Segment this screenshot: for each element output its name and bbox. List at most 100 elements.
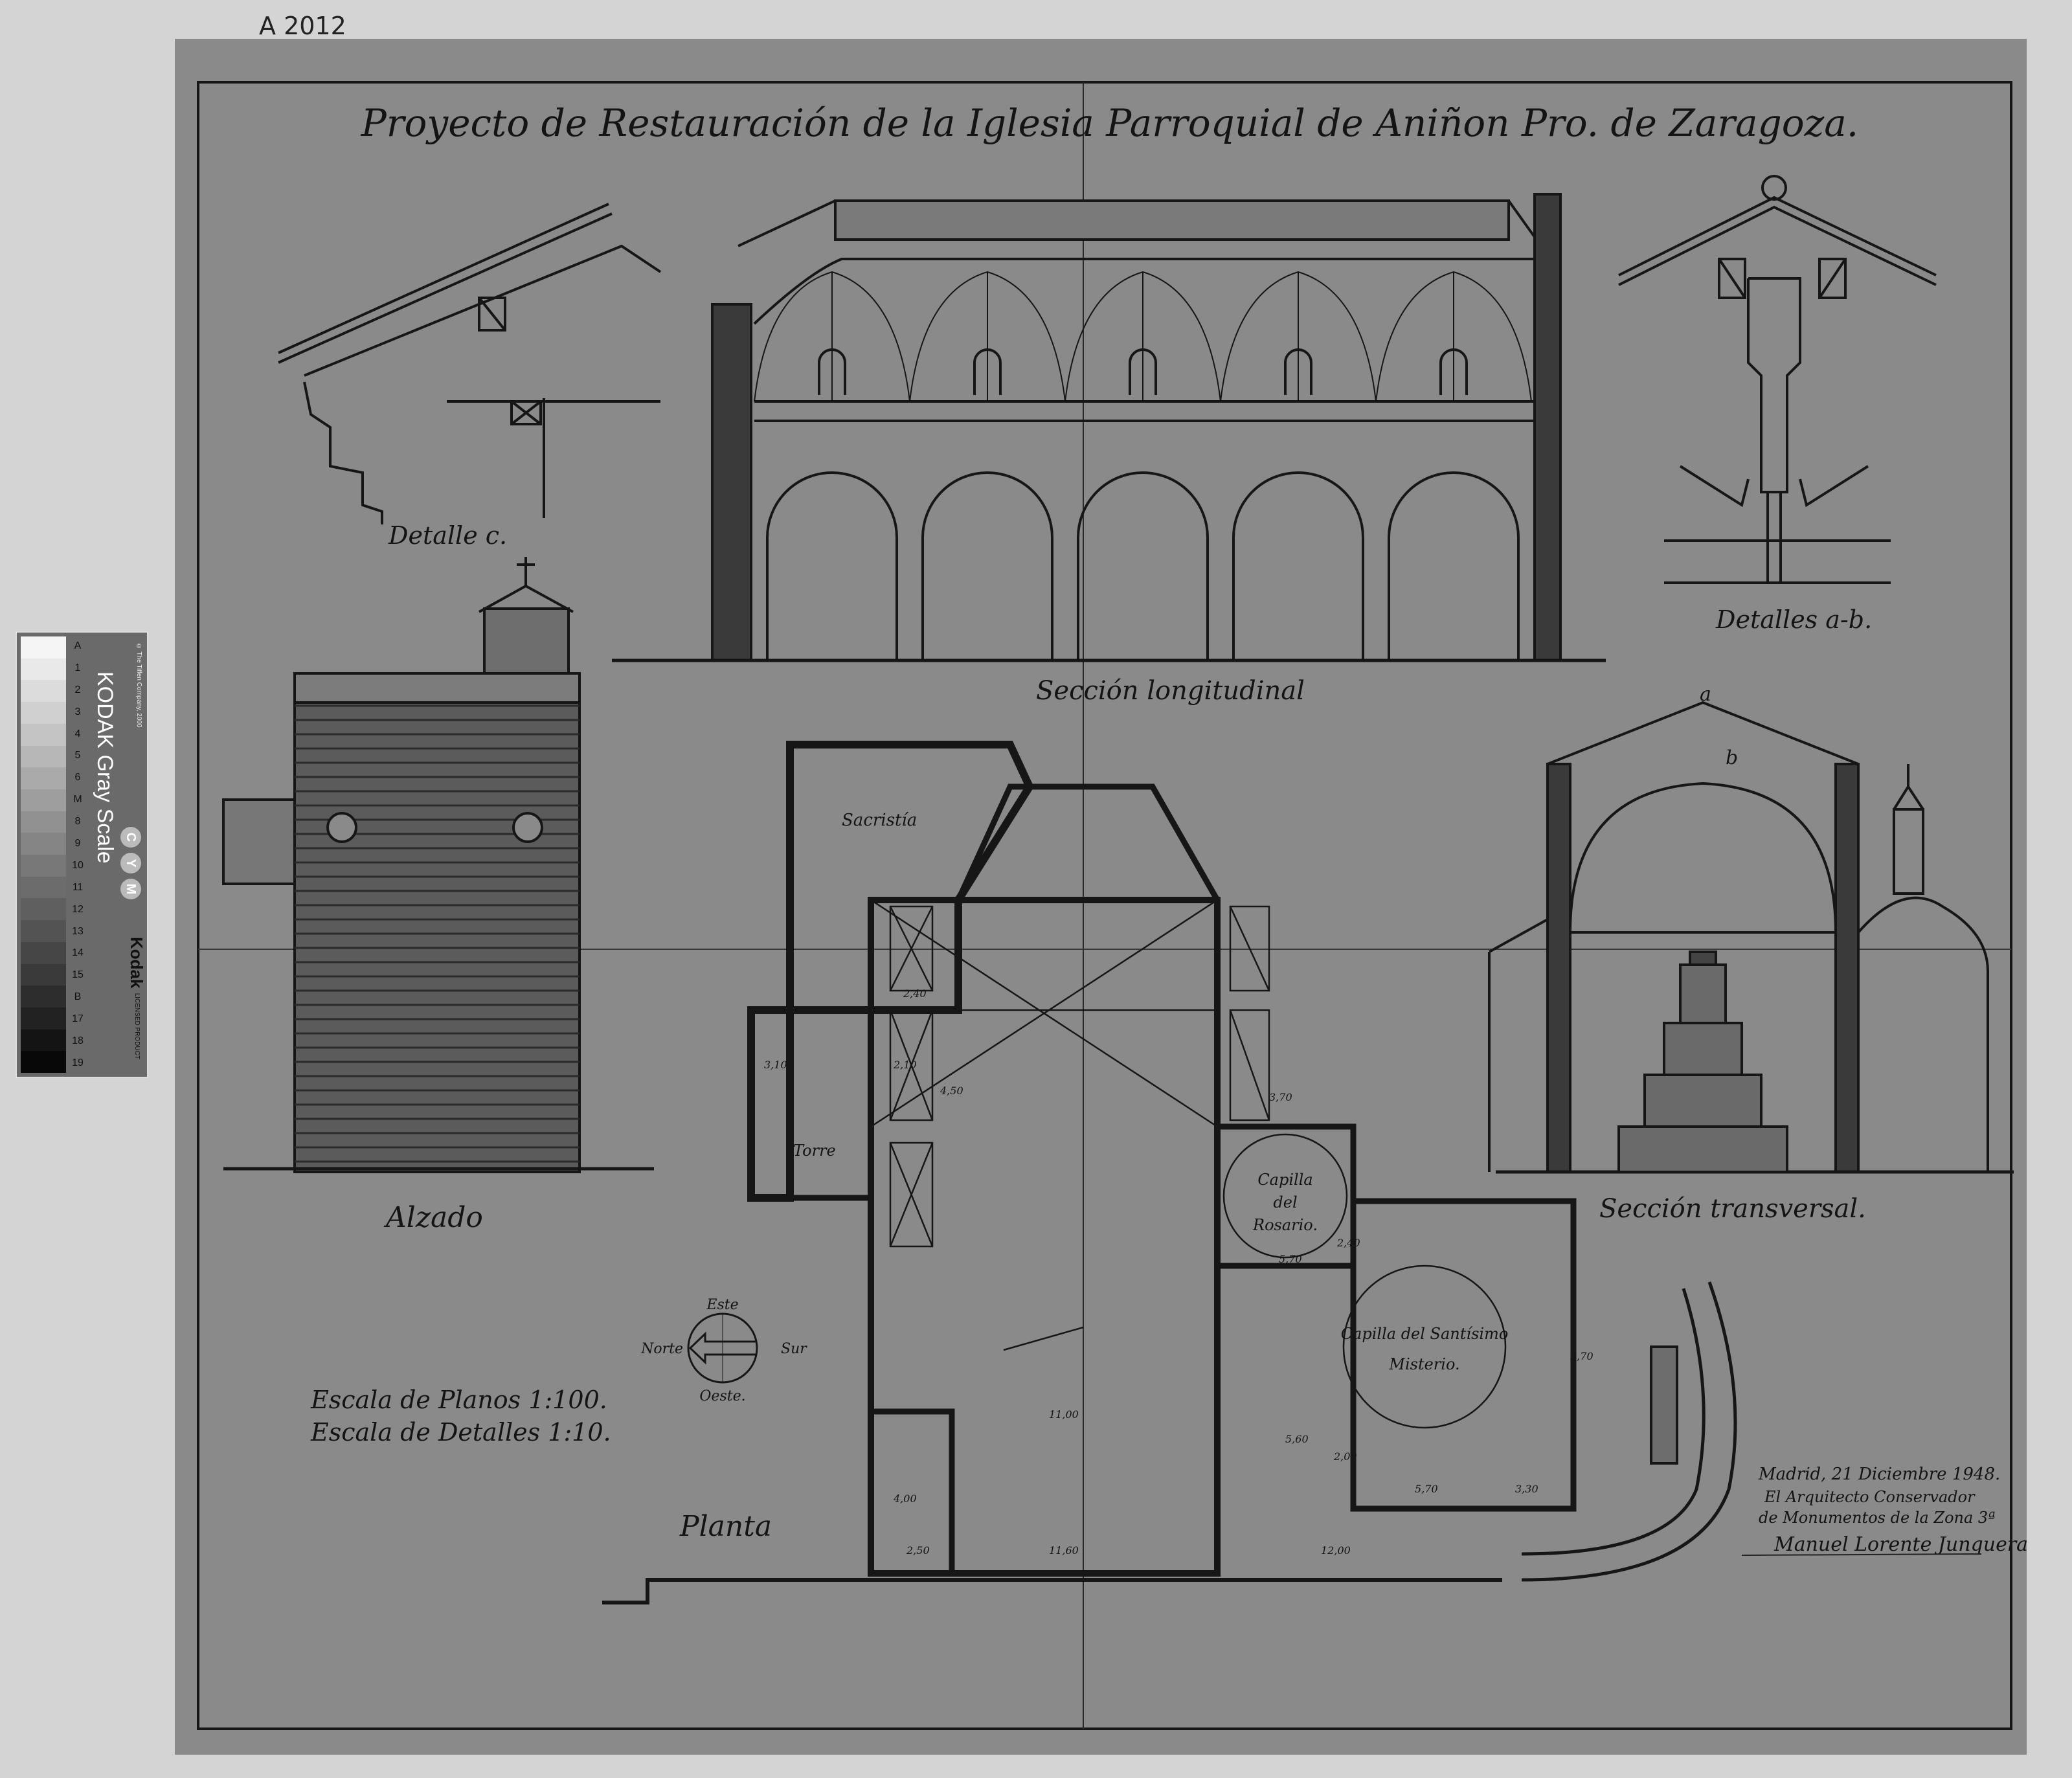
clerestory-window <box>818 348 846 395</box>
nave-arch <box>921 471 1053 660</box>
dimension-label: 2,50 <box>906 1544 930 1557</box>
nave-arch <box>1077 471 1209 660</box>
gray-step-label: 2 <box>74 684 81 695</box>
details-ab-drawing <box>1618 175 1937 584</box>
dimension-label: 2,40 <box>1336 1237 1360 1249</box>
gray-patch <box>21 767 66 789</box>
compass-west: Oeste. <box>699 1388 745 1404</box>
dimension-label: 3,10 <box>764 1059 787 1071</box>
gray-patch <box>21 920 66 942</box>
kodak-brand: Kodak <box>127 937 146 989</box>
dimension-label: 12,00 <box>1321 1544 1351 1557</box>
gray-step-label: 11 <box>72 881 84 893</box>
gray-step-label: M <box>73 794 82 805</box>
gray-step-label: 8 <box>74 816 81 827</box>
gray-patch <box>21 702 66 724</box>
dimension-label: 3,30 <box>1515 1483 1538 1495</box>
dimension-label: 11,60 <box>1049 1544 1079 1557</box>
compass-north: Norte <box>640 1341 683 1357</box>
clerestory-window <box>1439 348 1468 395</box>
gray-step-label: 15 <box>72 969 84 981</box>
dimension-label: 2,00 <box>1333 1450 1357 1463</box>
gray-step-label: 3 <box>74 706 81 717</box>
elevation-label: Alzado <box>383 1201 483 1234</box>
gray-patch <box>21 1029 66 1052</box>
gray-patch <box>21 789 66 811</box>
vault-rib <box>909 271 1066 402</box>
dimension-label: 2,10 <box>893 1059 917 1071</box>
compass-south: Sur <box>781 1341 807 1357</box>
clerestory-window <box>973 348 1002 395</box>
longitudinal-section-drawing <box>612 193 1606 662</box>
gray-scale-patches <box>21 636 66 1074</box>
architect-signature: Manuel Lorente Junquera <box>1774 1533 2028 1556</box>
tower-elevation-drawing <box>222 557 654 1173</box>
dimension-label: 5,60 <box>1285 1433 1309 1445</box>
gray-step-label: A <box>74 640 82 651</box>
clerestory-window <box>1284 348 1312 395</box>
gray-patch <box>21 941 66 964</box>
plan-label-sacristia: Sacristía <box>842 811 917 830</box>
details-ab-label: Detalles a-b. <box>1715 605 1872 634</box>
gray-step-label: B <box>74 991 82 1003</box>
gray-patch <box>21 636 66 658</box>
kodak-logo: Kodak LICENSED PRODUCT <box>120 937 146 1059</box>
gray-patch <box>21 876 66 899</box>
gray-step-label: 9 <box>74 838 81 850</box>
gray-step-label: 17 <box>72 1013 84 1025</box>
cym-dots: C Y M <box>120 827 141 899</box>
kodak-licensed: LICENSED PRODUCT <box>133 993 141 1059</box>
section-marker-b: b <box>1726 747 1738 769</box>
floor-plan-drawing <box>602 741 1737 1604</box>
cym-m: M <box>120 879 141 899</box>
dimension-label: 3,70 <box>1269 1091 1292 1103</box>
gray-patch <box>21 745 66 768</box>
gray-step-label: 14 <box>72 947 84 959</box>
gray-step-label: 4 <box>74 728 81 739</box>
dimension-label: 4,50 <box>940 1085 963 1097</box>
gray-step-label: 6 <box>74 772 81 783</box>
dimension-label: 3,70 <box>1570 1350 1593 1362</box>
gray-patch <box>21 985 66 1007</box>
nave-arch <box>766 471 898 660</box>
gray-step-label: 5 <box>74 750 81 761</box>
gray-step-label: 18 <box>72 1035 84 1047</box>
dimension-label: 11,00 <box>1049 1408 1079 1421</box>
gray-step-label: 12 <box>72 903 84 915</box>
detail-c-drawing <box>278 203 662 524</box>
plan-label-rosario-1: Capilla <box>1257 1171 1312 1189</box>
gray-patch <box>21 855 66 877</box>
gray-patch <box>21 898 66 921</box>
gray-patch <box>21 1007 66 1030</box>
gray-patch <box>21 1051 66 1074</box>
accession-mark: A 2012 <box>259 12 346 40</box>
dimension-label: 5,70 <box>1415 1483 1438 1495</box>
transverse-section-drawing <box>1488 701 2014 1174</box>
detail-c-label: Detalle c. <box>388 521 507 550</box>
compass-east: Este <box>706 1297 738 1313</box>
gray-step-label: 10 <box>72 859 84 871</box>
gray-step-label: 19 <box>72 1057 84 1068</box>
signature-role-2: de Monumentos de la Zona 3ª <box>1759 1509 1996 1527</box>
signature-date: Madrid, 21 Diciembre 1948. <box>1758 1465 2000 1484</box>
vault-rib <box>754 271 910 402</box>
gray-step-label: 1 <box>74 662 81 673</box>
transverse-section-label: Sección transversal. <box>1599 1194 1866 1224</box>
gray-patch <box>21 963 66 986</box>
longitudinal-section-label: Sección longitudinal <box>1036 676 1305 706</box>
plan-vaulting <box>870 899 1507 1429</box>
plan-label-rosario-2: del <box>1273 1193 1297 1211</box>
plan-label: Planta <box>679 1510 772 1543</box>
clerestory-window <box>1129 348 1157 395</box>
compass-rose <box>687 1312 758 1384</box>
cym-c: C <box>120 827 141 848</box>
kodak-copyright: © The Tiffen Company, 2000 <box>135 643 142 728</box>
plan-label-rosario-3: Rosario. <box>1252 1216 1318 1234</box>
dimension-label: 4,00 <box>893 1492 917 1505</box>
frame-border <box>197 81 2012 1730</box>
signature-role-1: El Arquitecto Conservador <box>1764 1488 1976 1506</box>
cym-y: Y <box>120 853 141 873</box>
